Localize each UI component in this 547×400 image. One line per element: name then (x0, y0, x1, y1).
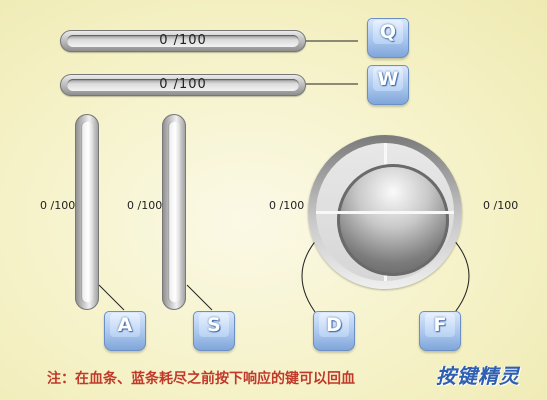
dial-knob (337, 164, 449, 276)
key-w-button[interactable]: W (367, 65, 409, 105)
meter-w-value: 0 /100 (159, 77, 207, 92)
meter-q-value: 0 /100 (159, 33, 207, 48)
key-q-button[interactable]: Q (367, 18, 409, 58)
instruction-note: 注：在血条、蓝条耗尽之前按下响应的键可以回血 (47, 371, 355, 387)
key-d-button[interactable]: D (313, 311, 355, 351)
meter-s (162, 114, 186, 310)
meter-q-track (67, 35, 299, 47)
meter-q: 0 /100 (60, 30, 306, 52)
connector-s (186, 284, 213, 311)
connector-f (451, 237, 470, 317)
key-f-button[interactable]: F (419, 311, 461, 351)
key-a-label: A (117, 314, 133, 336)
dial-ring (316, 143, 454, 281)
key-w-label: W (377, 68, 399, 90)
key-q-label: Q (379, 21, 397, 43)
key-s-button[interactable]: S (193, 311, 235, 351)
key-a-button[interactable]: A (104, 311, 146, 351)
key-s-label: S (207, 314, 221, 336)
meter-d-value: 0 /100 (269, 199, 305, 212)
meter-a-value: 0 /100 (40, 199, 76, 212)
connector-d (301, 237, 319, 317)
logo: 按键精灵 (436, 364, 520, 388)
meter-w-track (67, 79, 299, 91)
dial (308, 135, 462, 289)
meter-s-track (168, 121, 180, 303)
connector-a (98, 284, 125, 311)
meter-w: 0 /100 (60, 74, 306, 96)
key-d-label: D (326, 314, 342, 336)
meter-f-value: 0 /100 (483, 199, 519, 212)
key-f-label: F (433, 314, 447, 336)
meter-a-track (81, 121, 93, 303)
meter-a (75, 114, 99, 310)
meter-s-value: 0 /100 (127, 199, 163, 212)
